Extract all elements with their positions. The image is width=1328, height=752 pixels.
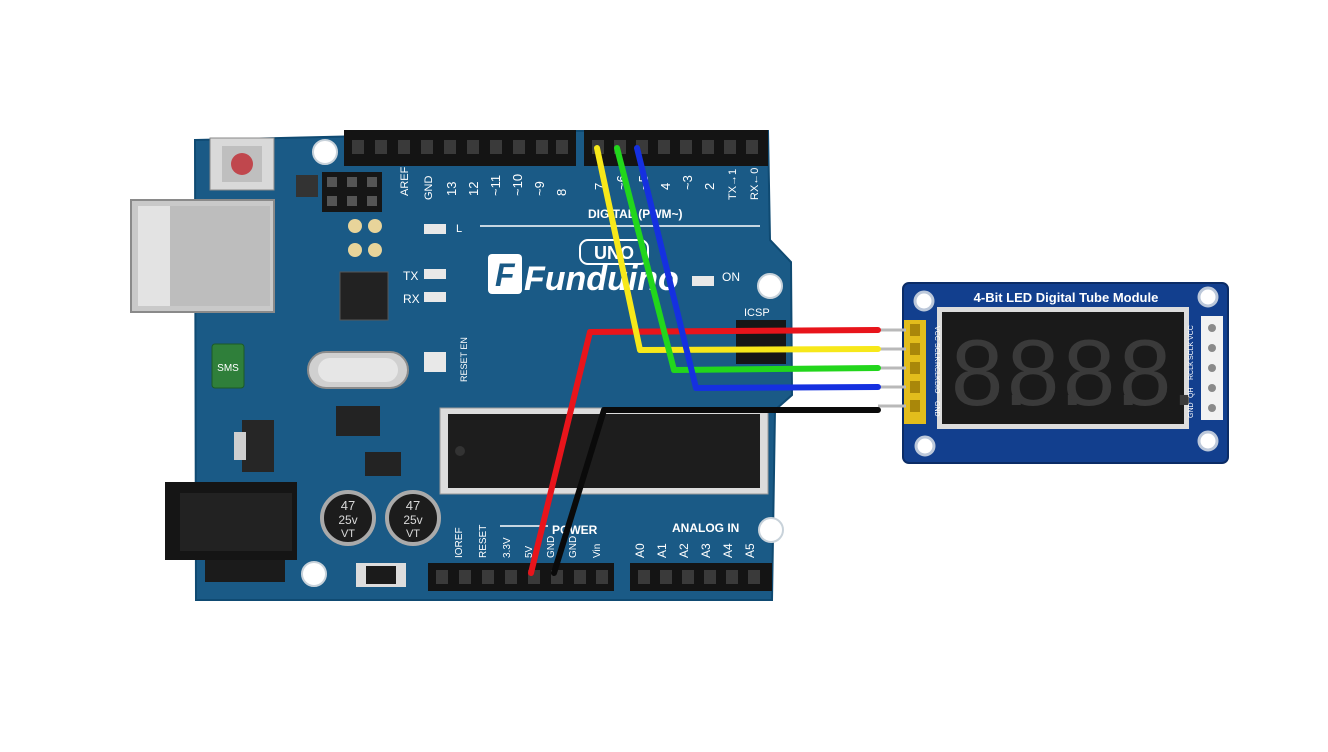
wire-sclk (594, 145, 881, 353)
svg-text:A1: A1 (655, 543, 669, 558)
svg-text:GND: GND (933, 401, 940, 417)
led-tube-module: 4-Bit LED Digital Tube Module 8. 8. 8. 8… (878, 282, 1229, 464)
svg-text:GND: GND (1188, 402, 1195, 418)
svg-text:4: 4 (658, 183, 673, 190)
gnd-label: GND (423, 176, 435, 201)
svg-text:13: 13 (444, 182, 459, 196)
digital-header-left (344, 130, 576, 166)
svg-text:~11: ~11 (488, 175, 503, 196)
aref-label: AREF (399, 166, 411, 196)
svg-text:A2: A2 (677, 543, 691, 558)
model-text: UNO (594, 243, 634, 263)
wires (528, 145, 881, 576)
svg-text:IOREF: IOREF (454, 527, 465, 558)
svg-text:DIO: DIO (933, 381, 940, 394)
svg-text:~9: ~9 (532, 181, 547, 196)
digit-4: 8. (1119, 320, 1197, 425)
wire-dio (634, 145, 881, 391)
icsp1-header (322, 172, 382, 212)
analog-header (630, 563, 772, 591)
svg-text:VT: VT (341, 528, 355, 540)
digit-2: 8. (1007, 320, 1085, 425)
svg-text:~10: ~10 (510, 174, 525, 196)
svg-text:RCLK: RCLK (933, 362, 940, 381)
wire-vcc (528, 327, 881, 576)
svg-text:RX←0: RX←0 (749, 168, 761, 200)
wire-gnd (551, 407, 881, 576)
power-pin-labels: IOREF RESET 3.3V 5V GND GND Vin (454, 525, 603, 558)
svg-text:VCC: VCC (933, 326, 940, 341)
reset-en-label: RESET EN (459, 337, 469, 382)
svg-text:RESET: RESET (478, 525, 489, 558)
digital-pin-labels: 13 12 ~11 ~10 ~9 8 7 ~6 ~5 4 ~3 2 TX→1 R… (444, 168, 761, 200)
svg-text:25v: 25v (338, 513, 357, 527)
digit-3: 8. (1063, 320, 1141, 425)
icsp2-header (736, 320, 786, 364)
svg-text:5V: 5V (524, 545, 535, 558)
power-jack (165, 482, 297, 582)
svg-text:12: 12 (466, 182, 481, 196)
input-pin-header (904, 320, 926, 424)
svg-text:47: 47 (406, 498, 420, 513)
analog-pin-labels: A0 A1 A2 A3 A4 A5 (633, 543, 757, 558)
icsp-label: ICSP (744, 307, 770, 319)
seven-segment-display: 8. 8. 8. 8. (937, 307, 1197, 429)
usb-connector (130, 199, 275, 313)
tx-label: TX (403, 269, 418, 283)
power-header (428, 563, 614, 591)
svg-text:A3: A3 (699, 543, 713, 558)
svg-text:7: 7 (592, 183, 607, 190)
output-pin-pads (1201, 316, 1223, 420)
svg-text:VCC: VCC (1188, 325, 1195, 340)
wire-rclk (614, 145, 881, 373)
svg-text:Vin: Vin (592, 544, 603, 558)
svg-text:8: 8 (554, 189, 569, 196)
fuse-label: SMS (217, 363, 239, 374)
capacitor-2: 47 25v VT (385, 490, 441, 546)
svg-text:A0: A0 (633, 543, 647, 558)
svg-text:TX→1: TX→1 (727, 169, 739, 200)
svg-text:2: 2 (702, 183, 717, 190)
digital-header-right (584, 130, 768, 166)
svg-text:SCLK: SCLK (1188, 341, 1195, 360)
crystal (307, 351, 409, 389)
svg-text:VT: VT (406, 528, 420, 540)
atmega-chip (439, 407, 769, 495)
svg-text:3.3V: 3.3V (502, 537, 513, 558)
output-pin-labels: GND QH RCLK SCLK VCC (1188, 325, 1195, 418)
svg-text:47: 47 (341, 498, 355, 513)
funduino-logo: F Funduino UNO (488, 239, 679, 298)
rx-label: RX (403, 292, 420, 306)
digit-1: 8. (951, 320, 1029, 425)
svg-text:F: F (495, 257, 516, 293)
svg-text:SCLK: SCLK (933, 343, 940, 362)
module-title: 4-Bit LED Digital Tube Module (974, 290, 1159, 305)
analog-label: ANALOG IN (672, 521, 739, 535)
power-label: POWER (552, 523, 598, 537)
svg-text:A5: A5 (743, 543, 757, 558)
svg-text:A4: A4 (721, 543, 735, 558)
svg-text:GND: GND (546, 536, 557, 558)
svg-text:~3: ~3 (680, 175, 695, 190)
svg-text:QH: QH (1188, 388, 1195, 399)
input-pin-labels: VCC SCLK RCLK DIO GND (933, 326, 940, 417)
svg-text:GND: GND (568, 536, 579, 558)
capacitor-1: 47 25v VT (320, 490, 376, 546)
reset-button (209, 137, 275, 191)
l-led-label: L (456, 223, 462, 235)
svg-text:RCLK: RCLK (1188, 361, 1195, 380)
on-label: ON (722, 270, 740, 284)
svg-text:25v: 25v (403, 513, 422, 527)
